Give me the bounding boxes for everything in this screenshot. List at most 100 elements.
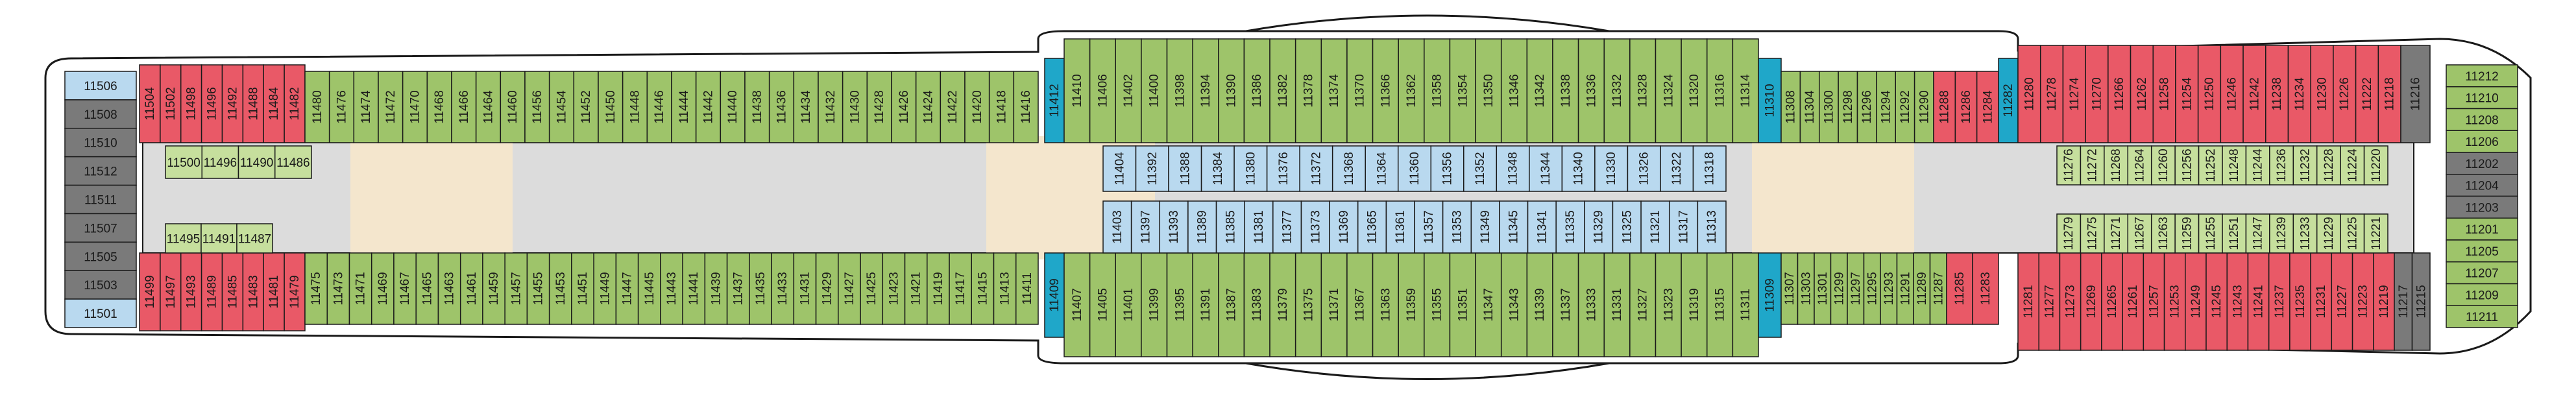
cabin-11379[interactable]: 11379 [1269, 252, 1296, 357]
cabin-11392[interactable]: 11392 [1135, 145, 1169, 192]
cabin-11279[interactable]: 11279 [2056, 213, 2082, 254]
cabin-11457[interactable]: 11457 [504, 252, 528, 325]
cabin-11254[interactable]: 11254 [2175, 45, 2199, 143]
cabin-11252[interactable]: 11252 [2198, 145, 2223, 186]
cabin-11320[interactable]: 11320 [1681, 38, 1708, 143]
cabin-11324[interactable]: 11324 [1655, 38, 1682, 143]
cabin-11303[interactable]: 11303 [1797, 252, 1815, 325]
cabin-11489[interactable]: 11489 [200, 252, 223, 331]
cabin-11257[interactable]: 11257 [2143, 252, 2165, 351]
cabin-11448[interactable]: 11448 [622, 71, 648, 143]
cabin-11387[interactable]: 11387 [1218, 252, 1245, 357]
cabin-11307[interactable]: 11307 [1780, 252, 1799, 325]
cabin-11374[interactable]: 11374 [1320, 38, 1348, 143]
cabin-11383[interactable]: 11383 [1243, 252, 1270, 357]
cabin-11499[interactable]: 11499 [139, 252, 161, 331]
cabin-11338[interactable]: 11338 [1552, 38, 1579, 143]
cabin-11251[interactable]: 11251 [2222, 213, 2247, 254]
cabin-11418[interactable]: 11418 [988, 71, 1015, 143]
cabin-11314[interactable]: 11314 [1732, 38, 1759, 143]
cabin-11440[interactable]: 11440 [720, 71, 746, 143]
cabin-11367[interactable]: 11367 [1346, 252, 1374, 357]
cabin-11420[interactable]: 11420 [964, 71, 990, 143]
cabin-11430[interactable]: 11430 [842, 71, 868, 143]
cabin-11357[interactable]: 11357 [1414, 200, 1444, 254]
cabin-11378[interactable]: 11378 [1294, 38, 1322, 143]
cabin-11336[interactable]: 11336 [1577, 38, 1605, 143]
cabin-11442[interactable]: 11442 [695, 71, 722, 143]
cabin-11376[interactable]: 11376 [1266, 145, 1300, 192]
cabin-11301[interactable]: 11301 [1814, 252, 1832, 325]
cabin-11297[interactable]: 11297 [1847, 252, 1865, 325]
cabin-11238[interactable]: 11238 [2265, 45, 2289, 143]
cabin-11411[interactable]: 11411 [1015, 252, 1039, 325]
cabin-11476[interactable]: 11476 [328, 71, 355, 143]
cabin-11475[interactable]: 11475 [304, 252, 328, 325]
cabin-11369[interactable]: 11369 [1329, 200, 1359, 254]
cabin-11287[interactable]: 11287 [1929, 252, 1947, 325]
cabin-11366[interactable]: 11366 [1372, 38, 1399, 143]
cabin-11285[interactable]: 11285 [1946, 252, 1973, 325]
cabin-11274[interactable]: 11274 [2062, 45, 2086, 143]
cabin-11456[interactable]: 11456 [524, 71, 550, 143]
cabin-11359[interactable]: 11359 [1398, 252, 1425, 357]
cabin-11235[interactable]: 11235 [2289, 252, 2311, 351]
cabin-11204[interactable]: 11204 [2446, 174, 2518, 197]
cabin-11310[interactable]: 11310 [1758, 58, 1782, 143]
cabin-11368[interactable]: 11368 [1331, 145, 1366, 192]
cabin-11503[interactable]: 11503 [64, 270, 137, 300]
cabin-11245[interactable]: 11245 [2205, 252, 2228, 351]
cabin-11318[interactable]: 11318 [1692, 145, 1727, 192]
cabin-11265[interactable]: 11265 [2101, 252, 2123, 351]
cabin-11275[interactable]: 11275 [2080, 213, 2105, 254]
cabin-11315[interactable]: 11315 [1706, 252, 1734, 357]
cabin-11496[interactable]: 11496 [200, 64, 223, 143]
cabin-11427[interactable]: 11427 [838, 252, 861, 325]
cabin-11259[interactable]: 11259 [2174, 213, 2200, 254]
cabin-11502[interactable]: 11502 [160, 64, 182, 143]
cabin-11390[interactable]: 11390 [1218, 38, 1245, 143]
cabin-11342[interactable]: 11342 [1526, 38, 1553, 143]
cabin-11479[interactable]: 11479 [284, 252, 306, 331]
cabin-11326[interactable]: 11326 [1627, 145, 1661, 192]
cabin-11348[interactable]: 11348 [1496, 145, 1530, 192]
cabin-11234[interactable]: 11234 [2287, 45, 2311, 143]
cabin-11207[interactable]: 11207 [2446, 261, 2518, 285]
cabin-11271[interactable]: 11271 [2104, 213, 2129, 254]
cabin-11337[interactable]: 11337 [1552, 252, 1579, 357]
cabin-11422[interactable]: 11422 [940, 71, 966, 143]
cabin-11410[interactable]: 11410 [1063, 38, 1091, 143]
cabin-11247[interactable]: 11247 [2245, 213, 2270, 254]
cabin-11464[interactable]: 11464 [475, 71, 502, 143]
cabin-11340[interactable]: 11340 [1561, 145, 1596, 192]
cabin-11330[interactable]: 11330 [1594, 145, 1629, 192]
cabin-11209[interactable]: 11209 [2446, 283, 2518, 306]
cabin-11497[interactable]: 11497 [160, 252, 182, 331]
cabin-11491[interactable]: 11491 [200, 223, 237, 254]
cabin-11482[interactable]: 11482 [284, 64, 306, 143]
cabin-11284[interactable]: 11284 [1976, 71, 1999, 143]
cabin-11283[interactable]: 11283 [1972, 252, 1999, 325]
cabin-11290[interactable]: 11290 [1914, 71, 1934, 143]
cabin-11488[interactable]: 11488 [242, 64, 264, 143]
cabin-11288[interactable]: 11288 [1933, 71, 1956, 143]
cabin-11468[interactable]: 11468 [426, 71, 452, 143]
cabin-11372[interactable]: 11372 [1299, 145, 1333, 192]
cabin-11461[interactable]: 11461 [459, 252, 483, 325]
cabin-11397[interactable]: 11397 [1130, 200, 1161, 254]
cabin-11473[interactable]: 11473 [326, 252, 350, 325]
cabin-11451[interactable]: 11451 [571, 252, 594, 325]
cabin-11386[interactable]: 11386 [1243, 38, 1270, 143]
cabin-11501[interactable]: 11501 [64, 298, 137, 328]
cabin-11504[interactable]: 11504 [139, 64, 161, 143]
cabin-11446[interactable]: 11446 [646, 71, 672, 143]
cabin-11432[interactable]: 11432 [818, 71, 844, 143]
cabin-11343[interactable]: 11343 [1500, 252, 1528, 357]
cabin-11355[interactable]: 11355 [1424, 252, 1451, 357]
cabin-11373[interactable]: 11373 [1300, 200, 1330, 254]
cabin-11212[interactable]: 11212 [2446, 64, 2518, 88]
cabin-11404[interactable]: 11404 [1102, 145, 1137, 192]
cabin-11407[interactable]: 11407 [1063, 252, 1091, 357]
cabin-11349[interactable]: 11349 [1470, 200, 1500, 254]
cabin-11447[interactable]: 11447 [615, 252, 639, 325]
